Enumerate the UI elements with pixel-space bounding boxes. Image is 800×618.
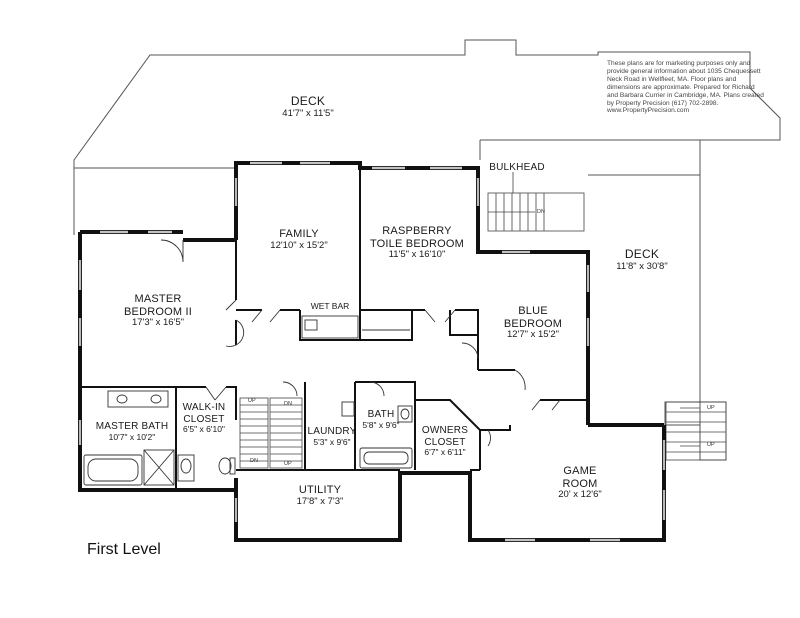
room-master-bedroom: MASTER BEDROOM II 17'3" x 16'5" bbox=[124, 293, 192, 329]
room-name-line2: TOILE BEDROOM bbox=[369, 237, 465, 250]
room-name: UTILITY bbox=[298, 484, 342, 496]
stair-mark-up: UP bbox=[284, 461, 292, 467]
level-title: First Level bbox=[87, 541, 161, 558]
room-dimensions: 41'7" x 11'5" bbox=[282, 107, 334, 119]
stair-mark-up: UP bbox=[707, 442, 715, 448]
room-deck-right: DECK 11'8" x 30'8" bbox=[616, 247, 668, 273]
room-dimensions: 11'8" x 30'8" bbox=[616, 260, 668, 272]
bulkhead-stairs bbox=[487, 172, 585, 232]
door-swings bbox=[160, 239, 561, 447]
room-family: FAMILY 12'10" x 15'2" bbox=[270, 228, 327, 252]
room-dimensions: 10'7" x 10'2" bbox=[108, 431, 156, 442]
stair-mark-dn: DN bbox=[537, 209, 545, 215]
room-deck-top: DECK 41'7" x 11'5" bbox=[282, 94, 334, 120]
room-dimensions: 5'3" x 9'6" bbox=[313, 436, 351, 447]
fixtures bbox=[83, 315, 413, 486]
exterior-stairs bbox=[665, 401, 727, 461]
interior-walls bbox=[80, 168, 588, 488]
room-name-line1: RASPBERRY bbox=[382, 225, 452, 237]
room-name: MASTER BATH bbox=[95, 421, 169, 432]
room-name: BULKHEAD bbox=[489, 162, 545, 173]
room-name-line2: CLOSET bbox=[183, 413, 225, 425]
room-dimensions: 5'8" x 9'6" bbox=[362, 419, 400, 430]
room-name: DECK bbox=[290, 94, 326, 108]
room-name-line1: GAME bbox=[563, 465, 597, 477]
room-dimensions: 6'5" x 6'10" bbox=[183, 424, 225, 434]
room-name: FAMILY bbox=[279, 228, 319, 240]
room-name-line2: BEDROOM II bbox=[123, 305, 193, 318]
room-laundry: LAUNDRY 5'3" x 9'6" bbox=[307, 426, 356, 447]
room-name-line1: OWNERS bbox=[421, 425, 469, 436]
room-dimensions: 11'5" x 16'10" bbox=[388, 249, 446, 261]
room-raspberry-toile-bedroom: RASPBERRY TOILE BEDROOM 11'5" x 16'10" bbox=[370, 225, 464, 261]
room-master-bath: MASTER BATH 10'7" x 10'2" bbox=[96, 421, 169, 442]
stair-mark-dn: DN bbox=[284, 401, 292, 407]
room-name: LAUNDRY bbox=[307, 426, 357, 437]
room-name-line2: ROOM bbox=[562, 477, 598, 490]
windows bbox=[78, 161, 666, 542]
room-utility: UTILITY 17'8" x 7'3" bbox=[297, 484, 344, 508]
window-lines bbox=[78, 161, 666, 542]
room-dimensions: 6'7" x 6'11" bbox=[424, 447, 466, 457]
disclaimer-text: These plans are for marketing purposes o… bbox=[607, 60, 764, 115]
room-game-room: GAME ROOM 20' x 12'6" bbox=[558, 465, 601, 501]
stair-mark-dn: DN bbox=[250, 458, 258, 464]
room-blue-bedroom: BLUE BEDROOM 12'7" x 15'2" bbox=[504, 305, 562, 341]
room-name-line1: WALK-IN bbox=[182, 402, 226, 413]
room-name: WET BAR bbox=[310, 301, 350, 311]
stair-mark-up: UP bbox=[248, 398, 256, 404]
room-name: DECK bbox=[624, 247, 660, 261]
room-name-line2: BEDROOM bbox=[503, 317, 563, 330]
room-dimensions: 17'3" x 16'5" bbox=[131, 317, 185, 329]
room-name-line1: BLUE bbox=[518, 305, 548, 317]
room-name: BATH bbox=[367, 409, 395, 420]
room-name-line2: CLOSET bbox=[424, 436, 466, 448]
interior-stairs bbox=[239, 397, 303, 469]
room-dimensions: 20' x 12'6" bbox=[558, 489, 602, 501]
room-bath: BATH 5'8" x 9'6" bbox=[362, 409, 399, 430]
room-dimensions: 12'10" x 15'2" bbox=[270, 239, 328, 251]
room-bulkhead: BULKHEAD bbox=[489, 162, 545, 174]
room-walk-in-closet: WALK-IN CLOSET 6'5" x 6'10" bbox=[183, 402, 226, 435]
room-wet-bar: WET BAR bbox=[310, 301, 350, 312]
room-name-line1: MASTER bbox=[134, 293, 182, 305]
room-owners-closet: OWNERS CLOSET 6'7" x 6'11" bbox=[422, 425, 468, 458]
room-dimensions: 17'8" x 7'3" bbox=[296, 495, 344, 507]
room-dimensions: 12'7" x 15'2" bbox=[506, 329, 560, 341]
stair-mark-up: UP bbox=[707, 405, 715, 411]
